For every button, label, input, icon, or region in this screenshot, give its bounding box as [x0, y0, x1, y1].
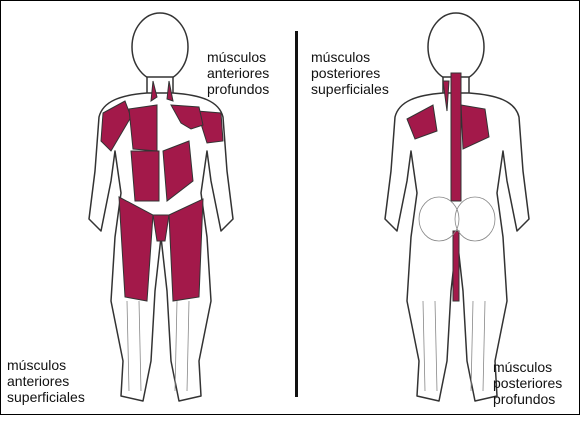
spine-lower-muscle	[453, 231, 459, 301]
center-divider	[295, 31, 298, 397]
thigh-right-muscle	[169, 199, 203, 301]
abdominal-muscle	[131, 151, 159, 201]
pectoral-left-muscle	[129, 105, 157, 151]
trapezius-muscle	[451, 73, 461, 201]
thigh-left-muscle	[119, 197, 153, 301]
